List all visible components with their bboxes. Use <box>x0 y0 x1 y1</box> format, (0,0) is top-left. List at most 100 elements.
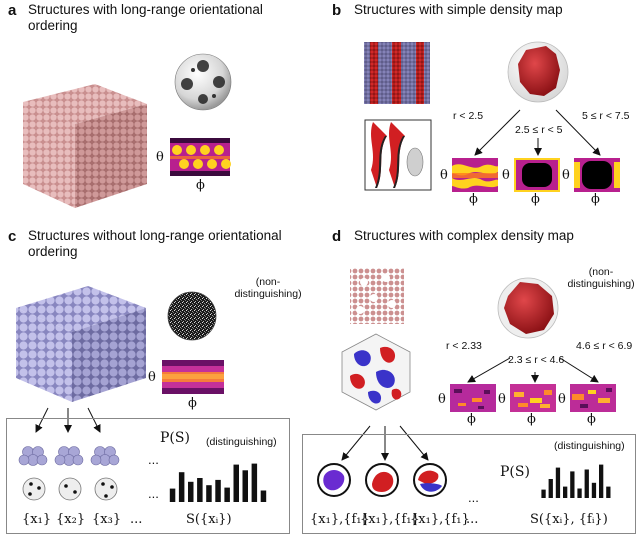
panel-d-histogram-bar-3 <box>555 467 561 498</box>
panel-d-nondist-line2: distinguishing) <box>567 278 635 290</box>
panel-a-phi-label: ϕ <box>196 178 205 193</box>
panel-a-label: a <box>8 2 17 19</box>
panel-a-title-line2: ordering <box>28 18 78 33</box>
panel-d-histogram-bar-5 <box>570 471 575 498</box>
panel-c-histogram-bar-8 <box>233 464 239 502</box>
panel-c-x-ellipsis: ... <box>130 512 143 527</box>
panel-c-orientation-spheres <box>22 477 118 501</box>
panel-d-phi-label-1: ϕ <box>467 412 476 427</box>
panel-d-distinguishing-label: (distinguishing) <box>554 440 625 452</box>
panel-a-title: Structures with long-range orientational… <box>28 2 263 34</box>
panel-c-x1-label: {x₁} <box>22 512 52 527</box>
panel-d-histogram <box>541 464 611 498</box>
panel-b-heatmap-3 <box>574 158 620 192</box>
panel-b-phi-label-2: ϕ <box>531 192 540 207</box>
panel-d-heatmap-3 <box>570 384 616 412</box>
panel-d-theta-label-3: θ <box>558 392 566 407</box>
panel-a-orientation-sphere <box>174 53 232 111</box>
panel-c-histogram-bar-6 <box>215 479 221 502</box>
panel-c-clusters <box>18 446 120 466</box>
cluster-2 <box>54 446 84 466</box>
panel-d-xf-label-1: {x₁},{f₁} <box>310 512 370 527</box>
panel-c-orientation-sphere <box>167 291 217 341</box>
panel-c-title: Structures without long-range orientatio… <box>28 228 282 260</box>
panel-b-arrow-left <box>474 109 521 156</box>
panel-d-arrow-lower-3 <box>399 425 429 461</box>
panel-d-ellipsis: ... <box>468 490 479 505</box>
panel-b-phi-label-1: ϕ <box>469 192 478 207</box>
panel-a-heatmap <box>170 138 231 176</box>
panel-b-layered-structure <box>364 42 430 104</box>
panel-c-theta-label: θ <box>148 370 156 385</box>
panel-c-histogram <box>169 463 267 502</box>
panel-c-ps-label: P(S) <box>160 430 190 446</box>
panel-d-s-label: S({xᵢ}, {fᵢ}) <box>530 512 608 527</box>
panel-c-histogram-bar-5 <box>206 485 212 502</box>
panel-d-heatmap-1 <box>450 384 496 412</box>
panel-d-arrow-right <box>559 357 599 383</box>
panel-d-range-2: 2.3 ≤ r < 4.6 <box>508 354 565 366</box>
panel-c-s-label: S({xᵢ}) <box>186 512 232 527</box>
motif-1 <box>317 463 351 497</box>
panel-c-x3-label: {x₃} <box>92 512 122 527</box>
panel-b-heatmap-2 <box>514 158 560 192</box>
panel-c-histogram-bar-7 <box>224 487 230 502</box>
panel-b-arrow-right <box>555 109 601 156</box>
panel-d-histogram-bar-10 <box>606 486 611 498</box>
panel-c-title-line2: ordering <box>28 244 78 259</box>
panel-c-x2-label: {x₂} <box>56 512 86 527</box>
panel-c-distinguishing-box <box>6 418 290 534</box>
panel-d-xf-ellipsis: ... <box>466 512 479 527</box>
panel-c-ellipsis-2: ... <box>148 486 159 501</box>
panel-d-label: d <box>332 228 342 245</box>
panel-c-nondistinguishing: (non- distinguishing) <box>228 276 308 300</box>
panel-c-phi-label: ϕ <box>188 396 197 411</box>
panel-b-title: Structures with simple density map <box>354 2 563 17</box>
panel-b-heatmap-1 <box>452 158 498 192</box>
panel-b-theta-label-1: θ <box>440 168 448 183</box>
panel-d-xf-label-2: {x₁},{f₁} <box>360 512 420 527</box>
panel-b-theta-label-3: θ <box>562 168 570 183</box>
panel-a-title-line1: Structures with long-range orientational <box>28 2 263 17</box>
panel-c-histogram-bar-11 <box>260 490 267 502</box>
panel-c-nondist-line2: distinguishing) <box>234 288 302 300</box>
panel-d-heatmap-2 <box>510 384 556 412</box>
panel-b-theta-label-2: θ <box>502 168 510 183</box>
panel-d-distinguishing-box <box>302 434 636 534</box>
panel-a-theta-label: θ <box>156 150 164 165</box>
panel-d-histogram-bar-6 <box>577 488 582 498</box>
panel-c-distinguishing-label: (distinguishing) <box>206 436 277 448</box>
panel-d-histogram-bar-1 <box>541 489 546 498</box>
panel-c-histogram-bar-9 <box>242 470 248 502</box>
panel-c-histogram-bar-10 <box>251 463 258 502</box>
panel-c-label: c <box>8 228 17 245</box>
panel-a-particle-cube <box>23 84 147 208</box>
panel-d-arrow-left <box>467 357 511 383</box>
panel-d-network-structure <box>350 268 404 324</box>
panel-d-title: Structures with complex density map <box>354 228 574 243</box>
panel-b-range-3: 5 ≤ r < 7.5 <box>582 110 630 122</box>
panel-d-range-3: 4.6 ≤ r < 6.9 <box>576 340 633 352</box>
cluster-1 <box>18 446 48 466</box>
panel-d-phi-label-3: ϕ <box>587 412 596 427</box>
panel-d-histogram-bar-4 <box>563 486 568 498</box>
panel-c-particle-cube <box>16 286 146 402</box>
panel-d-nondist-line1: (non- <box>588 266 614 278</box>
panel-c-histogram-bar-1 <box>169 488 176 502</box>
panel-b-range-2: 2.5 ≤ r < 5 <box>515 124 563 136</box>
panel-d-histogram-bar-8 <box>591 482 597 498</box>
panel-c-arrow-1 <box>35 407 49 433</box>
panel-c-histogram-bar-4 <box>197 478 203 502</box>
panel-b-phi-label-3: ϕ <box>591 192 600 207</box>
panel-d-nondistinguishing: (non- distinguishing) <box>562 266 640 290</box>
panel-d-xf-label-3: {x₁},{f₁} <box>410 512 470 527</box>
panel-d-range-1: r < 2.33 <box>446 340 482 352</box>
panel-c-ellipsis-1: ... <box>148 452 159 467</box>
panel-c-heatmap <box>162 360 224 394</box>
panel-d-arrow-lower-1 <box>341 425 371 461</box>
panel-d-phi-label-2: ϕ <box>527 412 536 427</box>
panel-c-title-line1: Structures without long-range orientatio… <box>28 228 282 243</box>
panel-d-motifs <box>317 463 447 497</box>
panel-b-density-box <box>364 119 432 191</box>
